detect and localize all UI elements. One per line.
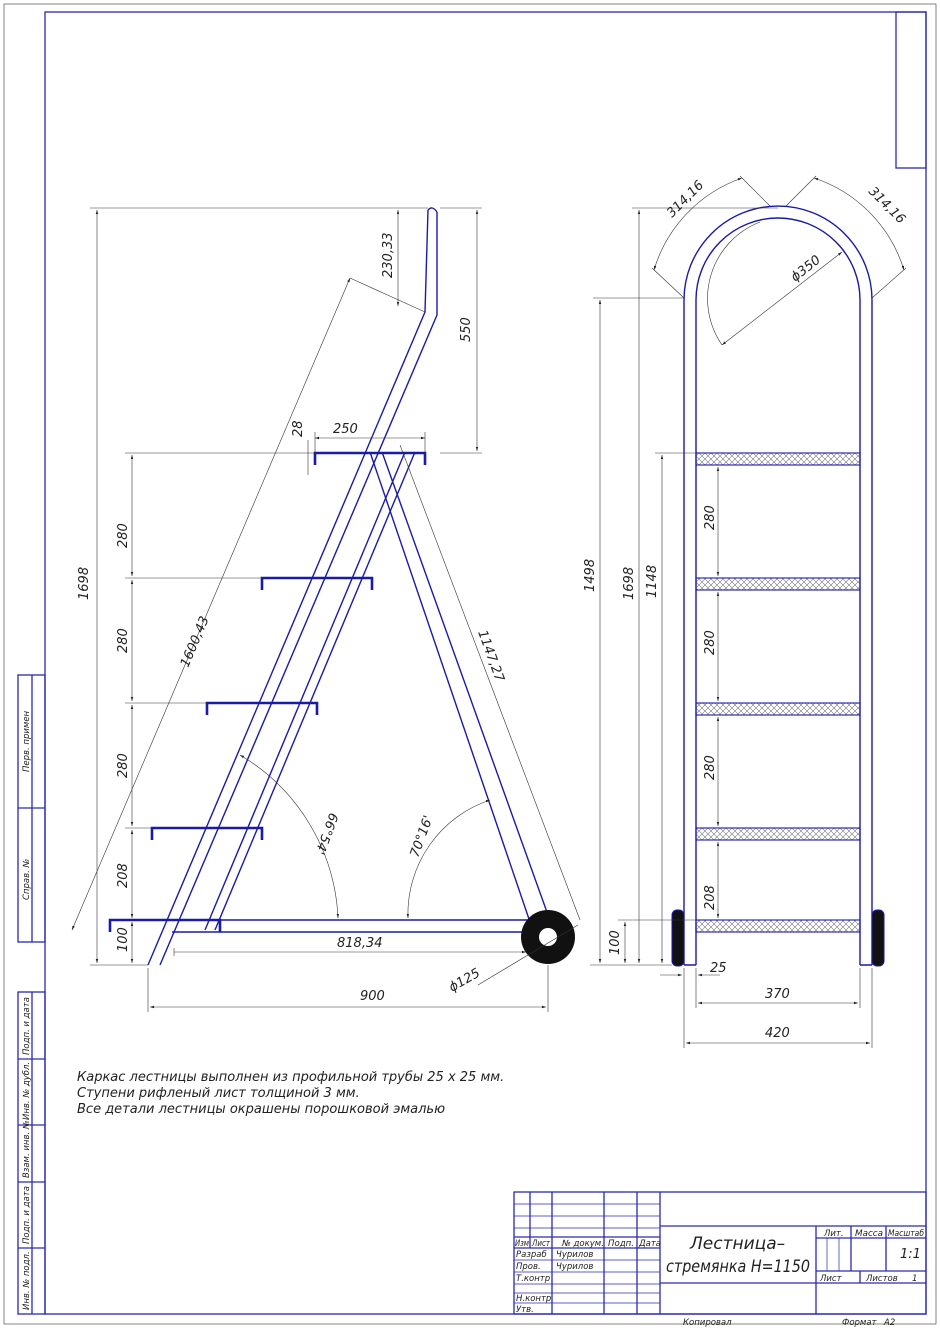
side-view-dims-step-gap: 28 — [291, 420, 306, 437]
side-view-dims-diag-length: 1600,43 — [178, 614, 213, 669]
title-block-developer: Чурилов — [556, 1250, 593, 1260]
side-stamp-6: Инв. № подл. — [22, 1251, 32, 1310]
title-block-roles-4: Утв. — [516, 1305, 534, 1315]
side-dim-labels: 1698 1600,43 230,33 550 28 250 280 280 2… — [77, 233, 507, 1005]
rear-leg — [369, 451, 549, 923]
front-view-dims-rise4: 208 — [703, 885, 718, 910]
front-view: 314,16 314,16 ϕ350 1498 1698 1148 280 28… — [583, 175, 908, 1048]
front-view-dims-base: 100 — [608, 930, 623, 955]
front-view-dims-arc-diameter: ϕ350 — [788, 253, 824, 285]
title-block-headers-4: Дата — [638, 1239, 661, 1249]
sheet-frame — [3, 3, 937, 1325]
side-stamp: Перв. примен Справ. № Подп. и дата Инв. … — [22, 710, 32, 1310]
title-block-roles-2: Т.контр — [516, 1274, 550, 1284]
notes-2: Все детали лестницы окрашены порошковой … — [77, 1102, 445, 1117]
title-block-lit-label: Лит. — [823, 1229, 844, 1239]
title-block-format-label: Формат — [842, 1318, 878, 1328]
notes-0: Каркас лестницы выполнен из профильной т… — [77, 1070, 504, 1085]
title-block-roles-1: Пров. — [516, 1262, 541, 1272]
side-view-dims-rise4: 208 — [116, 863, 131, 888]
side-view-dims-overall-width: 900 — [360, 989, 385, 1004]
side-stamp-2: Подп. и дата — [22, 997, 32, 1055]
side-view-dims-step-width: 250 — [333, 422, 358, 437]
side-view-dims-angle-front: 66°54' — [311, 811, 340, 857]
title-block-title-line1: Лестница– — [689, 1234, 785, 1254]
side-view: 1698 1600,43 230,33 550 28 250 280 280 2… — [71, 207, 581, 1012]
side-view-dims-rise2: 280 — [116, 628, 131, 653]
side-view-dims-total-height: 1698 — [77, 567, 92, 600]
title-block-mass-label: Масса — [855, 1229, 883, 1239]
title-block-headers-1: Лист — [531, 1239, 551, 1249]
title-block-sheet-label: Лист — [819, 1274, 843, 1284]
title-block-sheets-label: Листов — [865, 1274, 898, 1284]
side-view-dims-base-length: 818,34 — [337, 936, 383, 951]
front-stile — [147, 207, 438, 966]
front-view-dims-rise2: 280 — [703, 630, 718, 655]
title-block-headers-0: Изм — [515, 1239, 529, 1249]
front-view-dims-h2: 1698 — [622, 567, 637, 600]
front-view-dims-h1: 1498 — [583, 559, 598, 592]
base-frame — [110, 919, 530, 933]
side-view-dims-rear-leg: 1147,27 — [474, 628, 507, 684]
side-view-dims-wheel: ϕ125 — [447, 966, 483, 996]
front-view-dims-rise3: 280 — [703, 755, 718, 780]
front-view-dims-inner-width: 370 — [765, 987, 790, 1002]
front-dimensions — [590, 175, 907, 1048]
side-stamp-4: Взам. инв. № — [22, 1120, 32, 1178]
side-stamp-3: Инв. № дубл. — [22, 1062, 32, 1120]
title-block-sheets: 1 — [912, 1274, 917, 1284]
title-block-copied: Копировал — [683, 1318, 732, 1328]
front-view-dims-h3: 1148 — [645, 565, 660, 598]
front-dim-labels: 314,16 314,16 ϕ350 1498 1698 1148 280 28… — [583, 178, 908, 1041]
title-block-scale: 1:1 — [900, 1247, 921, 1262]
title-block-checker: Чурилов — [556, 1262, 593, 1272]
title-block-title-line2: стремянка Н=1150 — [666, 1257, 810, 1277]
side-stamp-1: Справ. № — [22, 858, 32, 900]
side-view-dims-base: 100 — [116, 927, 131, 952]
steps — [108, 451, 427, 932]
title-block-roles-3: Н.контр — [516, 1294, 551, 1304]
side-view-dims-top-height: 550 — [459, 317, 474, 342]
side-stamp-5: Подп. и дата — [22, 1186, 32, 1244]
title-block-format: A2 — [883, 1318, 895, 1328]
title-block-headers-3: Подп. — [608, 1239, 634, 1249]
side-dimensions — [71, 207, 581, 1012]
front-view-dims-arc-right: 314,16 — [865, 184, 908, 227]
front-view-dims-rise1: 280 — [703, 505, 718, 530]
front-view-dims-outer-width: 420 — [765, 1026, 790, 1041]
wheel-icon — [671, 909, 885, 967]
tread-plates — [695, 452, 861, 933]
title-block-headers-2: № докум. — [561, 1239, 604, 1249]
front-view-dims-tube: 25 — [710, 961, 727, 976]
side-view-dims-angle-rear: 70°16' — [408, 814, 437, 860]
notes-1: Ступени рифленый лист толщиной 3 мм. — [77, 1086, 360, 1101]
inner-stile — [204, 451, 416, 931]
notes: Каркас лестницы выполнен из профильной т… — [77, 1070, 504, 1117]
title-block-roles-0: Разраб — [516, 1250, 547, 1260]
side-view-dims-rise3: 280 — [116, 753, 131, 778]
wheel-icon — [521, 910, 575, 964]
side-view-dims-rise1: 280 — [116, 523, 131, 548]
side-view-dims-top-offset: 230,33 — [381, 233, 396, 279]
title-block-scale-label: Масштаб — [888, 1229, 924, 1239]
side-stamp-0: Перв. примен — [22, 710, 32, 772]
